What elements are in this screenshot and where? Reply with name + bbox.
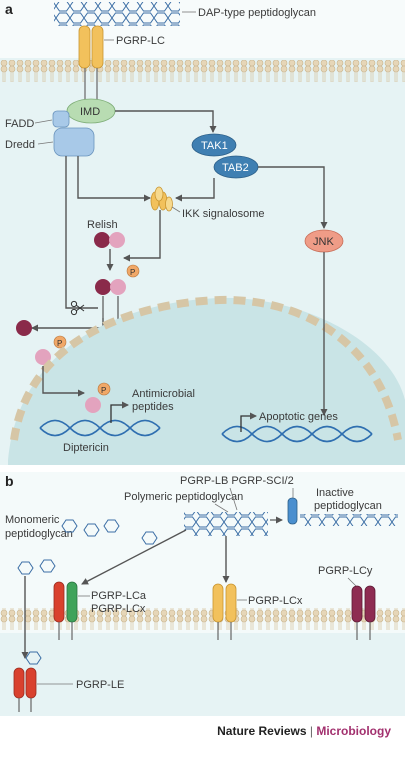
relish-label: Relish [87,219,118,231]
journal-section: Microbiology [316,724,391,738]
polymeric-label: Polymeric peptidoglycan [124,491,243,503]
tab2-to-jnk-arrow [258,166,328,229]
inactive-label-1: Inactive [316,487,354,499]
pgrp-lca-label: PGRP-LCa [91,590,147,602]
pgrp-lc-receptor [78,25,104,100]
ikk-signalosome [150,186,173,212]
plasma-membrane [0,60,405,82]
phospho-label-3: P [101,386,106,395]
panel-b: b PGRP-LB PGRP-SCI/2 Polymeric peptidogl… [0,472,405,716]
pgrp-le-receptor [13,667,37,712]
apoptotic-transcription-arrow [240,412,257,432]
pgrp-lb-sci-label: PGRP-LB PGRP-SCI/2 [180,475,294,487]
peptides-label: peptides [132,401,174,413]
diptericin-dna [39,419,161,437]
panel-b-letter: b [5,473,14,489]
relish-p-light [110,279,126,295]
nuclear-relish [85,397,101,413]
phospho-label-1: P [130,268,135,277]
pgrp-lb-enzyme [287,497,298,525]
tak1-node [191,133,237,157]
inactive-label-2: peptidoglycan [314,500,382,512]
antimicrobial-label: Antimicrobial [132,388,195,400]
dap-peptidoglycan-chain [54,2,180,26]
relish-to-nucleus-arrow [42,366,85,397]
pgrp-le-label: PGRP-LE [76,679,124,691]
relish-light-subunit [109,232,125,248]
relish-dark-subunit [94,232,110,248]
panel-b-inner-area [0,633,405,716]
dredd-cleavage-line [65,156,98,309]
monomer-hexagons [17,519,158,575]
phospho-badge-1 [126,264,140,278]
polymeric-peptidoglycan [184,512,268,536]
dredd-node [53,127,95,157]
apoptotic-label: Apoptotic genes [259,411,338,423]
pgrp-lca-lcx-receptor [53,581,78,640]
dap-peptidoglycan-label: DAP-type peptidoglycan [198,7,316,19]
monomeric-label-2: peptidoglycan [5,528,73,540]
cleaved-light-subunit [35,349,51,365]
ikk-label: IKK signalosome [182,208,265,220]
polymeric-to-lca-arrow [81,529,187,585]
plasma-membrane-b [0,608,405,630]
pgrp-lcx-receptor [212,583,237,640]
phospho-badge-3 [97,382,111,396]
jnk-label: JNK [313,236,334,248]
journal-name: Nature Reviews [217,724,307,738]
panel-a: a DAP-type peptidoglycan PGRP-LC IMD FAD… [0,0,405,465]
dredd-to-ikk-arrow [77,156,151,202]
amp-transcription-arrow [110,401,129,423]
credit-separator: | [309,724,313,738]
cleaved-dark-subunit [16,320,32,336]
phospho-badge-2 [53,335,67,349]
dredd-label: Dredd [5,139,35,151]
pgrp-lcx-label: PGRP-LCx [91,603,146,615]
apoptotic-dna [221,425,373,443]
panel-a-letter: a [5,1,13,17]
imd-to-tak1-arrow [115,110,217,133]
scissors-icon [70,300,85,316]
pgrp-lcy-receptor [351,585,376,640]
pgrp-lcx-label-2: PGRP-LCx [248,595,303,607]
le-bound-monomer [25,651,42,665]
tab2-label: TAB2 [222,162,249,174]
relish-p-dark [95,279,111,295]
nuclear-envelope [10,295,402,441]
phospho-label-2: P [57,339,62,348]
tak1-label: TAK1 [201,140,228,152]
tak-to-ikk-arrow [175,178,215,202]
imd-label: IMD [80,106,100,118]
inactive-peptidoglycan [300,514,398,526]
diptericin-label: Diptericin [63,442,109,454]
pgrp-lcy-label: PGRP-LCy [318,565,373,577]
pgrp-lc-label: PGRP-LC [116,35,165,47]
monomeric-label-1: Monomeric [5,514,60,526]
fadd-label: FADD [5,118,34,130]
fadd-node [52,110,70,128]
ikk-to-relish-arrow [123,210,161,262]
journal-credit: Nature Reviews | Microbiology [217,724,391,738]
